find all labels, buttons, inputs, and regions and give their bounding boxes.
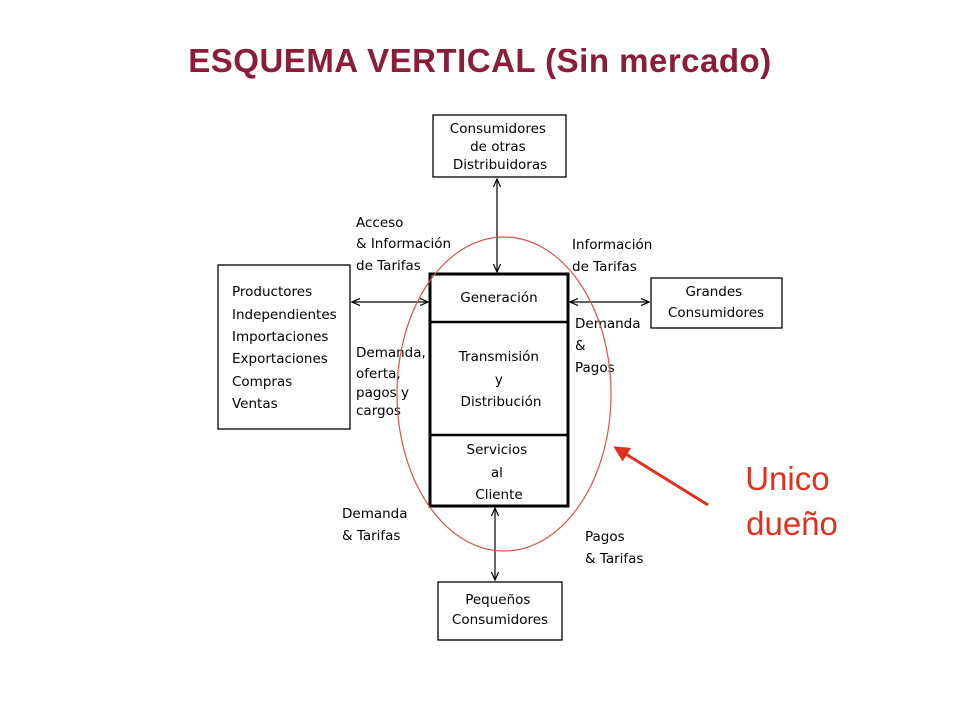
label-acceso: Acceso & Información de Tarifas — [356, 215, 455, 274]
node-productores-box — [217, 264, 351, 430]
node-grandes-text: Grandes Consumidores — [668, 284, 764, 321]
node-pequenos-line-1: Pequeños — [465, 592, 530, 608]
node-transmision-line-2: y — [495, 372, 503, 388]
node-productores-line-4: Exportaciones — [232, 351, 328, 367]
node-servicios-line-1: Servicios — [467, 442, 528, 458]
annotation-unico-dueno: Unico dueño — [745, 460, 839, 542]
node-grandes-line-2: Consumidores — [668, 305, 764, 321]
label-demanda-tarifas-line-1: Demanda — [342, 506, 408, 522]
node-consumidores-otras-line-3: Distribuidoras — [453, 157, 547, 173]
node-productores-text: Productores Independientes Importaciones… — [232, 284, 341, 412]
vertical-company-block — [428, 272, 570, 508]
label-demanda-pagos-line-1: Demanda — [575, 316, 641, 332]
node-consumidores-otras-line-2: de otras — [470, 139, 526, 155]
label-demanda-tarifas: Demanda & Tarifas — [342, 506, 412, 544]
node-servicios-line-3: Cliente — [475, 487, 522, 503]
node-productores-line-1: Productores — [232, 284, 312, 300]
node-consumidores-otras-box — [432, 114, 567, 178]
node-transmision-line-3: Distribución — [461, 394, 542, 410]
node-productores-line-5: Compras — [232, 374, 292, 390]
node-productores-line-6: Ventas — [232, 396, 278, 412]
node-transmision-line-1: Transmisión — [458, 349, 539, 365]
node-generacion-text: Generación — [460, 290, 537, 306]
label-acceso-line-2: & Información — [356, 236, 451, 252]
node-productores-line-2: Independientes — [232, 307, 337, 323]
label-info-tarifas: Información de Tarifas — [572, 237, 657, 275]
node-grandes-line-1: Grandes — [685, 284, 742, 300]
label-pagos-tarifas-line-2: & Tarifas — [585, 551, 643, 567]
node-productores-line-3: Importaciones — [232, 329, 328, 345]
node-consumidores-otras-text: Consumidores de otras Distribuidoras — [450, 121, 550, 173]
node-pequenos-text: Pequeños Consumidores — [452, 592, 548, 628]
label-info-tarifas-line-1: Información — [572, 237, 652, 253]
label-info-tarifas-line-2: de Tarifas — [572, 259, 637, 275]
label-acceso-line-1: Acceso — [356, 215, 403, 231]
single-owner-arrow — [613, 446, 709, 507]
node-pequenos-box — [437, 581, 563, 641]
node-pequenos-line-2: Consumidores — [452, 612, 548, 628]
page-title: ESQUEMA VERTICAL (Sin mercado) — [188, 42, 772, 79]
label-demanda-oferta-line-3: pagos y — [356, 385, 409, 401]
label-demanda-oferta-line-2: oferta, — [356, 366, 401, 382]
label-acceso-line-3: de Tarifas — [356, 258, 421, 274]
label-demanda-oferta: Demanda, oferta, pagos y cargos — [356, 345, 430, 419]
label-pagos-tarifas-line-1: Pagos — [585, 529, 625, 545]
annotation-line-2: dueño — [746, 505, 838, 542]
node-servicios-text: Servicios al Cliente — [467, 442, 532, 503]
label-demanda-oferta-line-1: Demanda, — [356, 345, 426, 361]
label-pagos-tarifas: Pagos & Tarifas — [585, 529, 643, 567]
node-servicios-line-2: al — [491, 465, 503, 481]
label-demanda-oferta-line-4: cargos — [356, 403, 401, 419]
single-owner-ellipse — [396, 236, 612, 552]
label-demanda-pagos-line-3: Pagos — [575, 360, 615, 376]
node-grandes-box — [650, 277, 783, 329]
annotation-line-1: Unico — [745, 460, 829, 497]
label-demanda-pagos-line-2: & — [575, 338, 586, 354]
node-transmision-text: Transmisión y Distribución — [458, 349, 543, 410]
label-demanda-pagos: Demanda & Pagos — [575, 316, 645, 376]
node-consumidores-otras-line-1: Consumidores — [450, 121, 546, 137]
node-generacion-line-1: Generación — [460, 290, 537, 306]
label-demanda-tarifas-line-2: & Tarifas — [342, 528, 400, 544]
